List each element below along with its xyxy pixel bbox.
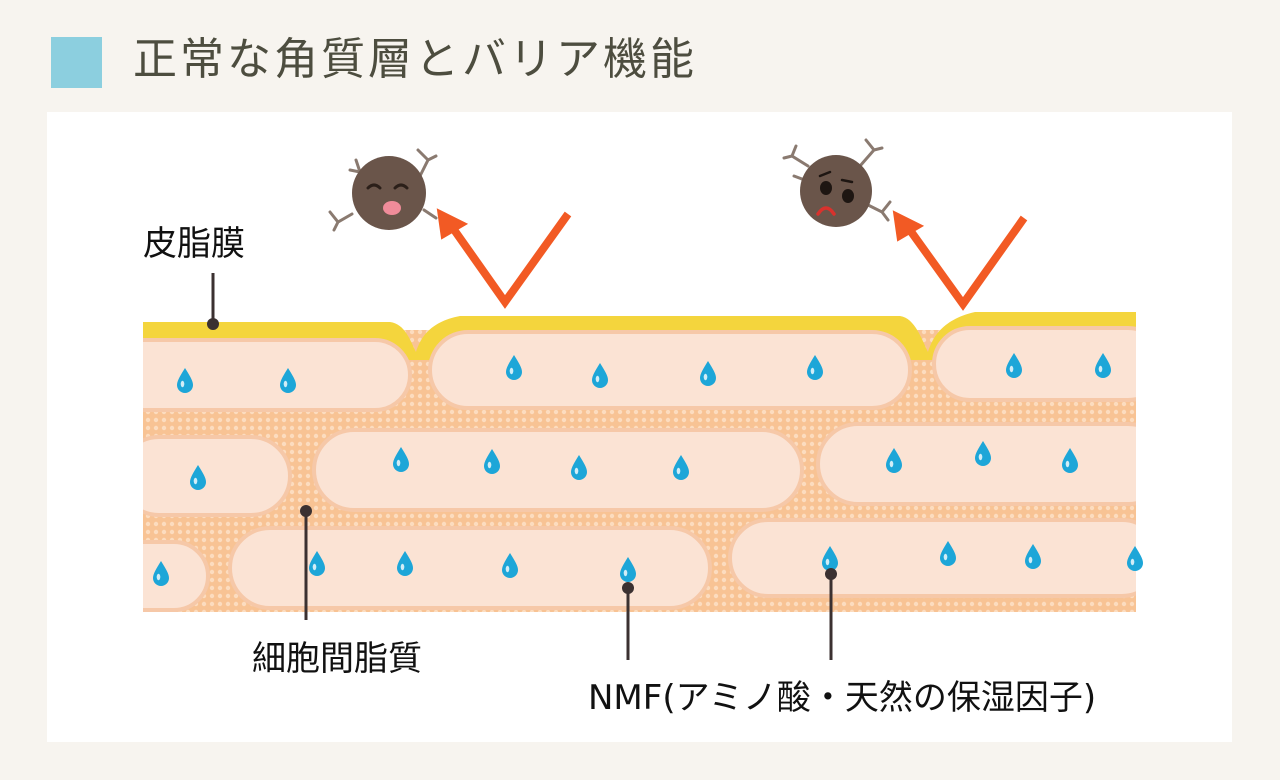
- intercellular-lipid-label: 細胞間脂質: [252, 639, 422, 679]
- corneocyte-cell: [228, 526, 712, 610]
- germ-icon: [328, 148, 438, 232]
- check-arrow-icon: [892, 210, 1028, 311]
- nmf-label: NMF(アミノ酸・天然の保湿因子): [588, 678, 1097, 718]
- check-arrow-icon: [436, 208, 572, 309]
- germ-icon: [782, 138, 892, 227]
- corneocyte-cell: [143, 338, 412, 412]
- corneocyte-cell: [428, 330, 912, 410]
- corneocyte-cell: [816, 422, 1136, 506]
- diagram-panel: [47, 112, 1232, 742]
- title-marker: [51, 37, 102, 88]
- page-title: 正常な角質層とバリア機能: [133, 34, 697, 85]
- corneocyte-cell: [312, 428, 804, 512]
- corneocyte-cell: [932, 326, 1136, 402]
- corneocytes: [143, 326, 1136, 612]
- corneocyte-cell: [143, 435, 292, 517]
- skin-layer: [143, 312, 1136, 612]
- sebum-film-label: 皮脂膜: [143, 224, 245, 264]
- stratum-corneum-diagram: [143, 138, 1143, 660]
- corneocyte-cell: [143, 540, 210, 612]
- leader-lines: [207, 273, 837, 660]
